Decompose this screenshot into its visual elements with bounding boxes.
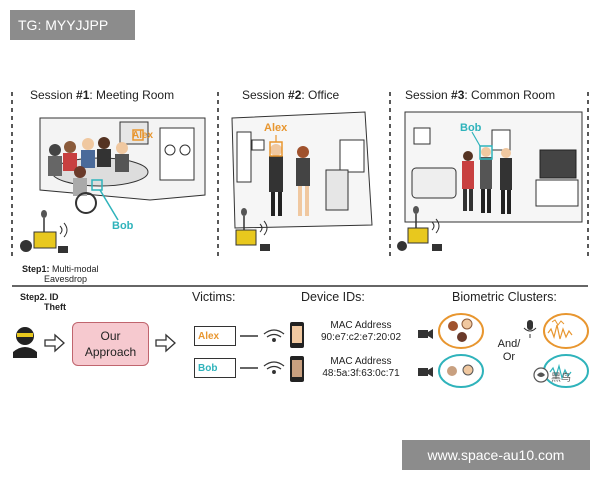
- step1-caption: Step1: Multi-modal Eavesdrop: [22, 264, 99, 284]
- bob-label: Bob: [460, 122, 482, 134]
- our-approach-box: Our Approach: [72, 322, 149, 366]
- attacker-icon: [13, 327, 37, 358]
- face-cluster-bob: [438, 354, 484, 388]
- office-scene: [231, 111, 373, 251]
- session-1-title: Session #1: Meeting Room: [30, 88, 175, 102]
- bob-label: Bob: [112, 220, 134, 232]
- camera-icon: [418, 329, 433, 339]
- smartphone-icon: [290, 356, 304, 382]
- victims-heading: Victims:: [192, 290, 236, 304]
- smartphone-icon: [290, 322, 304, 348]
- session-3-title: Session #3: Common Room: [405, 88, 556, 102]
- meeting-room-scene: [20, 117, 206, 253]
- wifi-icon: [263, 329, 285, 342]
- arrow-icon: [44, 333, 65, 353]
- alex-label: Alex: [132, 130, 154, 141]
- watermark: www.space-au10.com: [402, 440, 590, 470]
- wifi-icon: [263, 361, 285, 374]
- biometric-clusters-heading: Biometric Clusters:: [452, 290, 557, 304]
- voice-cluster-alex: [543, 313, 589, 349]
- victim-box-alex: Alex: [194, 326, 236, 346]
- device-ids-heading: Device IDs:: [301, 290, 365, 304]
- session-2-title: Session #2: Office: [242, 88, 340, 102]
- mac-address-alex: MAC Address 90:e7:c2:e7:20:02: [320, 320, 402, 343]
- alex-label: Alex: [264, 122, 288, 134]
- arrow-icon: [155, 333, 176, 353]
- logo-text: 黑鸟: [551, 373, 571, 384]
- step2-caption: Step2. ID Theft: [20, 292, 66, 312]
- logo-badge: [533, 367, 549, 383]
- victim-box-bob: Bob: [194, 358, 236, 378]
- common-room-scene: [397, 111, 583, 251]
- mac-address-bob: MAC Address 48:5a:3f:63:0c:71: [322, 356, 400, 379]
- face-cluster-alex: [438, 313, 484, 349]
- microphone-icon: [523, 320, 537, 338]
- camera-icon: [418, 367, 433, 377]
- overlay-tag: TG: MYYJJPP: [10, 10, 135, 40]
- and-or-label: And/ Or: [497, 338, 521, 363]
